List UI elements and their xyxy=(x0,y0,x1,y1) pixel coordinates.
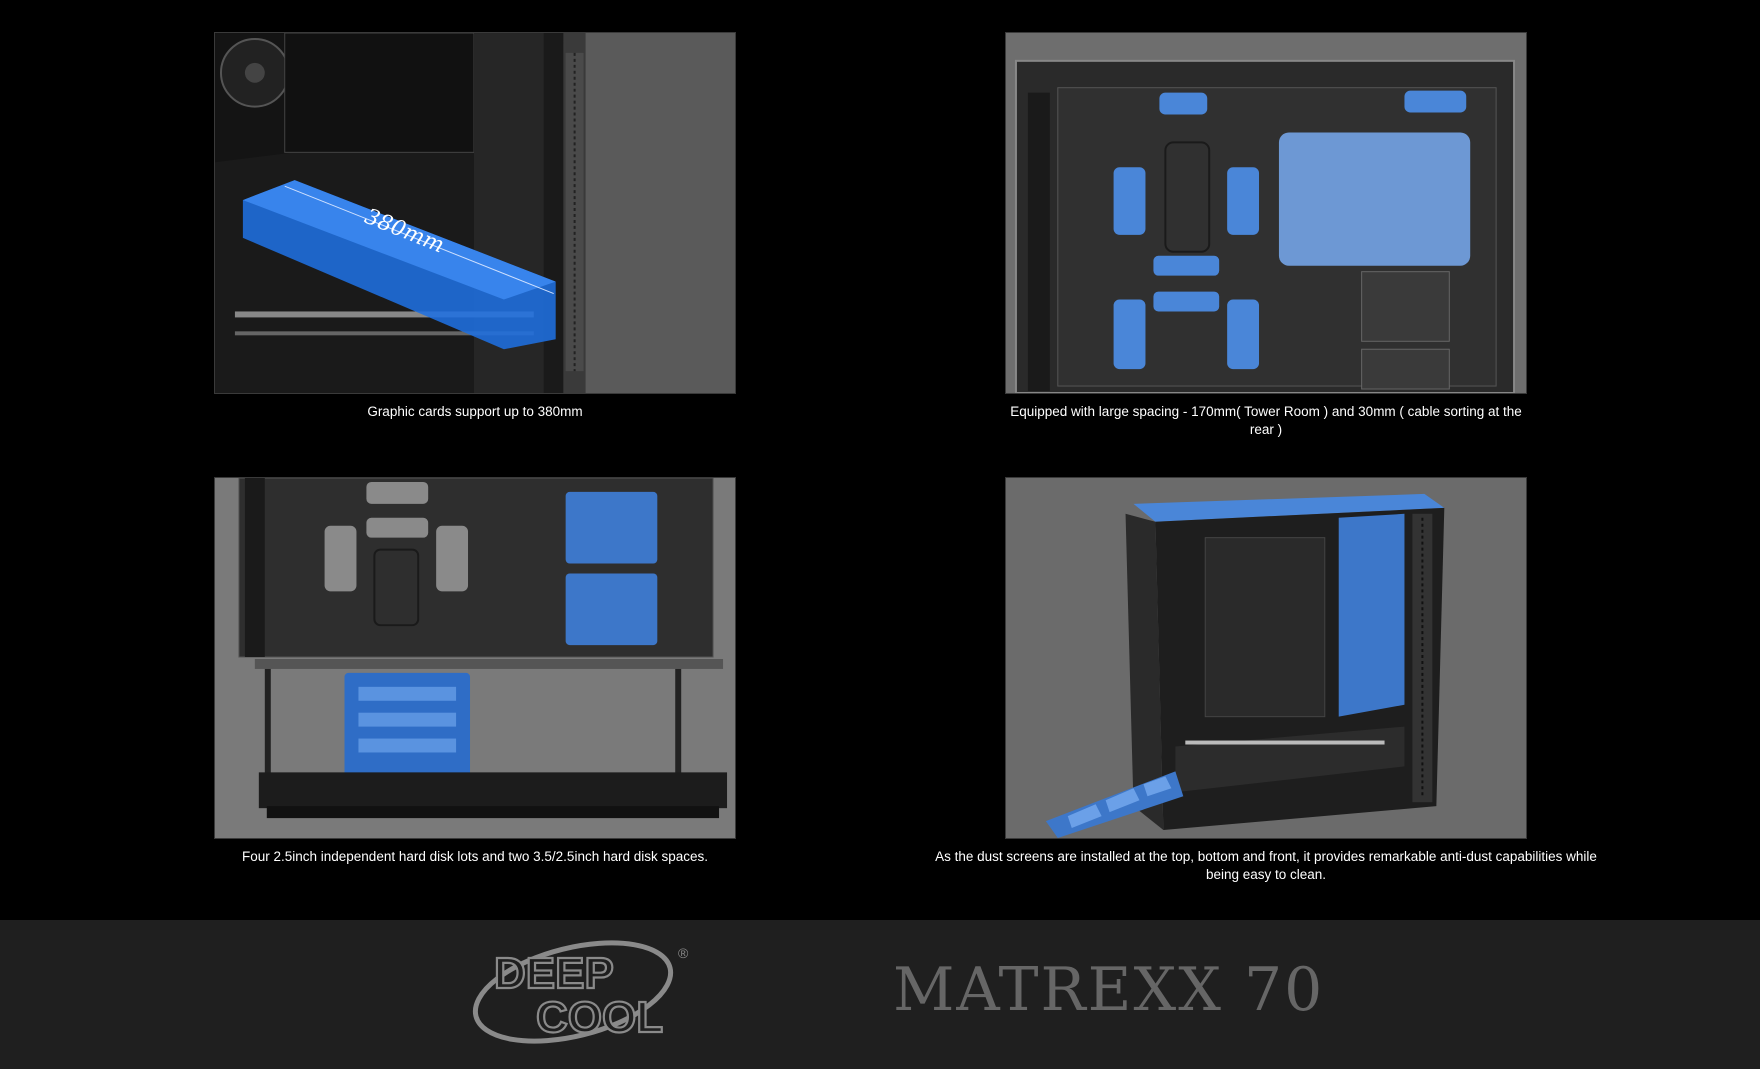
brand-footer: DEEP COOL ® MATREXX 70 xyxy=(0,920,1760,1069)
feature-drive-bays: Four 2.5inch independent hard disk lots … xyxy=(214,477,736,866)
feature-caption: Equipped with large spacing - 170mm( Tow… xyxy=(1010,404,1522,437)
drive-bays-photo xyxy=(214,477,736,839)
case-drive-bays-image xyxy=(215,478,735,838)
feature-caption: As the dust screens are installed at the… xyxy=(935,849,1597,882)
gpu-support-photo: 380mm xyxy=(214,32,736,394)
feature-gpu-support: 380mm Graphic cards support up to 380mm xyxy=(214,32,736,421)
case-interior-gpu-image: 380mm xyxy=(215,33,735,393)
registered-mark: ® xyxy=(678,945,689,961)
feature-large-spacing: Equipped with large spacing - 170mm( Tow… xyxy=(1005,32,1527,439)
product-name: MATREXX 70 xyxy=(893,955,1325,1025)
dust-filters-photo xyxy=(1005,477,1527,839)
case-rear-panel-image xyxy=(1006,33,1526,393)
case-dust-filters-image xyxy=(1006,478,1526,838)
feature-caption: Four 2.5inch independent hard disk lots … xyxy=(241,849,709,864)
deepcool-logo: DEEP COOL ® xyxy=(470,934,696,1054)
large-spacing-photo xyxy=(1005,32,1527,394)
logo-line1: DEEP xyxy=(494,949,614,998)
logo-line2: COOL xyxy=(536,993,663,1042)
feature-caption: Graphic cards support up to 380mm xyxy=(367,404,583,419)
deepcool-logo-mark: DEEP COOL ® xyxy=(472,940,689,1044)
feature-dust-filters: As the dust screens are installed at the… xyxy=(935,477,1597,884)
